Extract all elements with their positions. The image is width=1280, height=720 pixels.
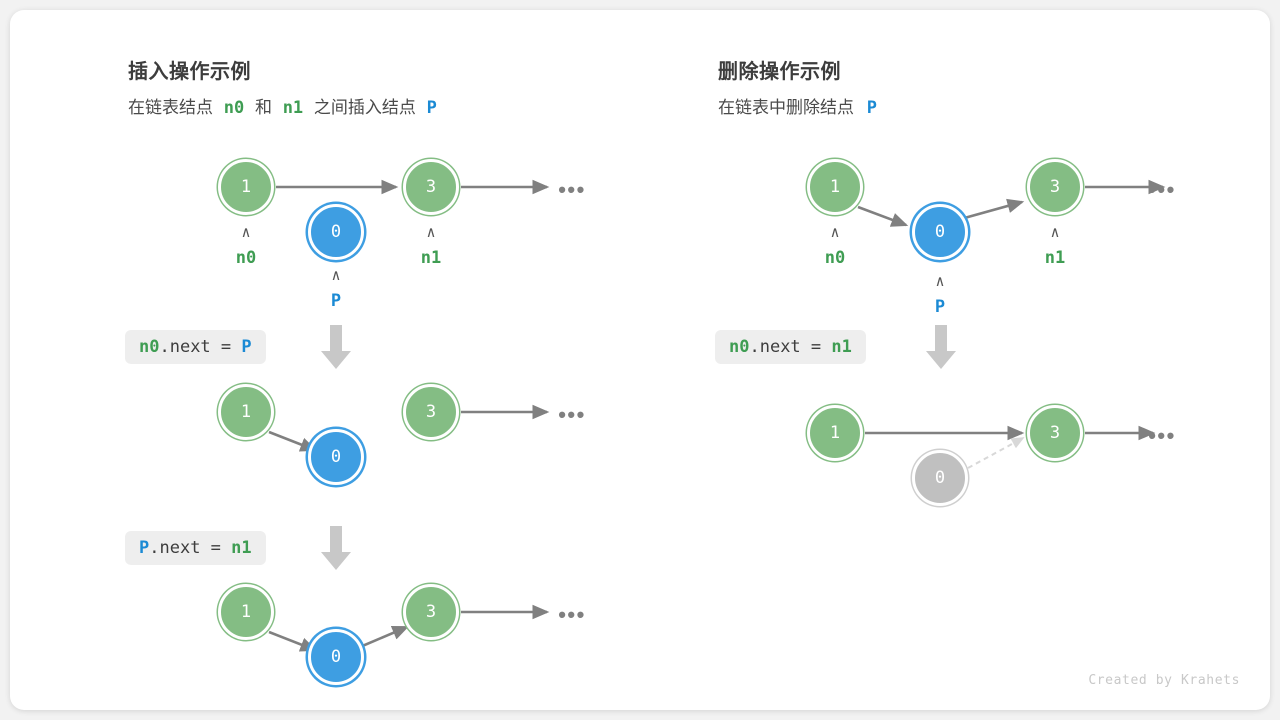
- subtitle-text-2: 和: [254, 98, 272, 117]
- delete-panel: 删除操作示例 在链表中删除结点 P 1 0 3 ••• ∧ n0 ∧ n1 ∧ …: [610, 10, 1270, 710]
- ellipsis-del1: •••: [1148, 177, 1176, 202]
- delete-step2-edges: [865, 425, 1156, 469]
- node-1-del1: 1: [807, 159, 863, 215]
- edge-p-n1-step3: [359, 625, 410, 649]
- node-3-step3: 3: [403, 584, 459, 640]
- pointer-label-n0-del1: n0: [824, 248, 846, 268]
- delete-subtitle-ref-p: P: [866, 98, 877, 118]
- caret-p-del1: ∧: [935, 272, 945, 290]
- node-0-step3: 0: [308, 629, 364, 685]
- code-value-2: n1: [231, 538, 252, 558]
- subtitle-ref-p: P: [426, 98, 437, 118]
- node-0-del1: 0: [912, 204, 968, 260]
- node-3-step1: 3: [403, 159, 459, 215]
- code-field-del-1: .next =: [749, 337, 832, 357]
- node-1-step2: 1: [218, 384, 274, 440]
- caret-n1-step1: ∧: [426, 223, 436, 241]
- subtitle-text-1: 在链表结点: [128, 98, 213, 117]
- pointer-label-p-step1: P: [330, 291, 342, 311]
- node-0-removed-del2: 0: [912, 450, 968, 506]
- node-3-del1: 3: [1027, 159, 1083, 215]
- node-3-del2: 3: [1027, 405, 1083, 461]
- insert-panel-subtitle: 在链表结点 n0 和 n1 之间插入结点 P: [128, 93, 437, 118]
- ellipsis-step1: •••: [558, 177, 586, 202]
- insert-diagram-canvas: 1 0 3 ••• ∧ n0 ∧ n1 ∧ P n0.next = P 1 0: [10, 10, 650, 710]
- pointer-label-n1-del1: n1: [1044, 248, 1066, 268]
- caret-n0-step1: ∧: [241, 223, 251, 241]
- diagram-card: 插入操作示例 在链表结点 n0 和 n1 之间插入结点 P: [10, 10, 1270, 710]
- insert-step3-edges: [268, 604, 550, 652]
- caret-p-step1: ∧: [331, 266, 341, 284]
- delete-panel-subtitle: 在链表中删除结点 P: [718, 93, 877, 118]
- ellipsis-step2: •••: [558, 402, 586, 427]
- code-target-2: P: [139, 538, 150, 558]
- edge-n0-p-step3: [268, 630, 318, 652]
- down-arrow-delete-1: [926, 325, 956, 369]
- insert-step1-edges: [276, 179, 550, 195]
- delete-diagram-canvas: 1 0 3 ••• ∧ n0 ∧ n1 ∧ P n0.next = n1: [610, 10, 1270, 710]
- caret-n1-del1: ∧: [1050, 223, 1060, 241]
- insert-panel: 插入操作示例 在链表结点 n0 和 n1 之间插入结点 P: [10, 10, 650, 710]
- ellipsis-step3: •••: [558, 602, 586, 627]
- code-badge-insert-2: P.next = n1: [125, 531, 266, 565]
- delete-subtitle-text-1: 在链表中删除结点: [718, 98, 854, 117]
- insert-step2-edges: [268, 404, 550, 452]
- down-arrow-insert-2: [321, 526, 351, 570]
- code-target-1: n0: [139, 337, 160, 357]
- edge-n0-p-del1: [857, 205, 909, 227]
- subtitle-ref-n1: n1: [282, 98, 304, 118]
- code-value-1: P: [241, 337, 252, 357]
- code-badge-delete-1: n0.next = n1: [715, 330, 866, 364]
- edge-n0-p-step2: [268, 430, 318, 452]
- node-1-step3: 1: [218, 584, 274, 640]
- subtitle-ref-n0: n0: [223, 98, 245, 118]
- node-0-step2: 0: [308, 429, 364, 485]
- node-3-step2: 3: [403, 384, 459, 440]
- code-field-2: .next =: [149, 538, 232, 558]
- ellipsis-del2: •••: [1148, 423, 1176, 448]
- node-0-step1: 0: [308, 204, 364, 260]
- subtitle-text-3: 之间插入结点: [313, 98, 416, 117]
- insert-panel-title: 插入操作示例: [128, 61, 251, 83]
- code-target-del-1: n0: [729, 337, 750, 357]
- code-badge-insert-1: n0.next = P: [125, 330, 266, 364]
- down-arrow-insert-1: [321, 325, 351, 369]
- credit-text: Created by Krahets: [1088, 673, 1240, 688]
- delete-panel-title: 删除操作示例: [718, 61, 841, 83]
- caret-n0-del1: ∧: [830, 223, 840, 241]
- edge-removed-dashed-del2: [967, 437, 1025, 469]
- pointer-label-n0-step1: n0: [235, 248, 257, 268]
- pointer-label-p-del1: P: [934, 297, 946, 317]
- node-1-del2: 1: [807, 405, 863, 461]
- pointer-label-n1-step1: n1: [420, 248, 442, 268]
- code-value-del-1: n1: [831, 337, 852, 357]
- node-1-step1: 1: [218, 159, 274, 215]
- code-field-1: .next =: [159, 337, 242, 357]
